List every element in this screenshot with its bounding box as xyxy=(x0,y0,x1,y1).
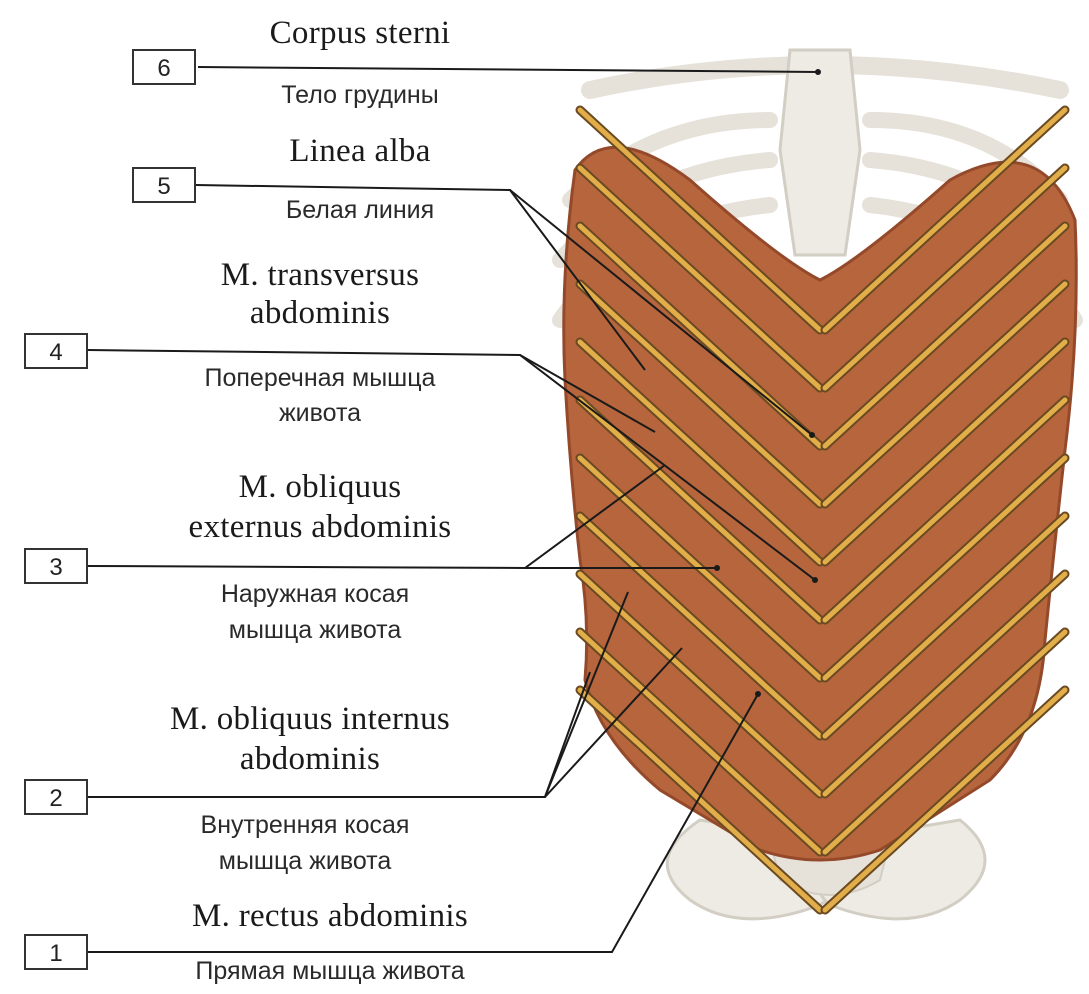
label-4-number: 4 xyxy=(24,333,88,369)
label-3-russian-2: мышца живота xyxy=(110,615,520,646)
label-2-latin-1: M. obliquus internus xyxy=(100,700,520,738)
label-3-latin-2: externus abdominis xyxy=(120,508,520,546)
label-1-russian: Прямая мышца живота xyxy=(110,956,550,987)
leader-line-2c xyxy=(545,672,590,797)
label-5-russian: Белая линия xyxy=(210,195,510,226)
pointer-dot-6 xyxy=(815,69,821,75)
label-2-russian-2: мышца живота xyxy=(90,846,520,877)
label-3-latin-1: M. obliquus xyxy=(120,468,520,506)
label-3-number: 3 xyxy=(24,548,88,584)
sternum xyxy=(780,50,860,255)
label-6-russian: Тело грудины xyxy=(210,80,510,111)
label-4-latin-2: abdominis xyxy=(130,294,510,332)
label-6-number: 6 xyxy=(132,49,196,85)
label-5-latin: Linea alba xyxy=(210,132,510,170)
label-2-number: 2 xyxy=(24,779,88,815)
label-6-latin: Corpus sterni xyxy=(210,14,510,52)
pointer-dot-1 xyxy=(755,691,761,697)
label-2-russian-1: Внутренняя косая xyxy=(90,810,520,841)
pointer-dot-5 xyxy=(809,432,815,438)
label-1-number: 1 xyxy=(24,934,88,970)
label-5-number: 5 xyxy=(132,167,196,203)
pointer-dot-3 xyxy=(714,565,720,571)
label-4-russian-1: Поперечная мышца xyxy=(120,363,520,394)
label-1-latin: M. rectus abdominis xyxy=(130,897,530,935)
label-4-russian-2: живота xyxy=(120,398,520,429)
label-4-latin-1: M. transversus xyxy=(130,256,510,294)
label-2-latin-2: abdominis xyxy=(100,740,520,778)
label-3-russian-1: Наружная косая xyxy=(110,579,520,610)
pointer-dot-4 xyxy=(812,577,818,583)
